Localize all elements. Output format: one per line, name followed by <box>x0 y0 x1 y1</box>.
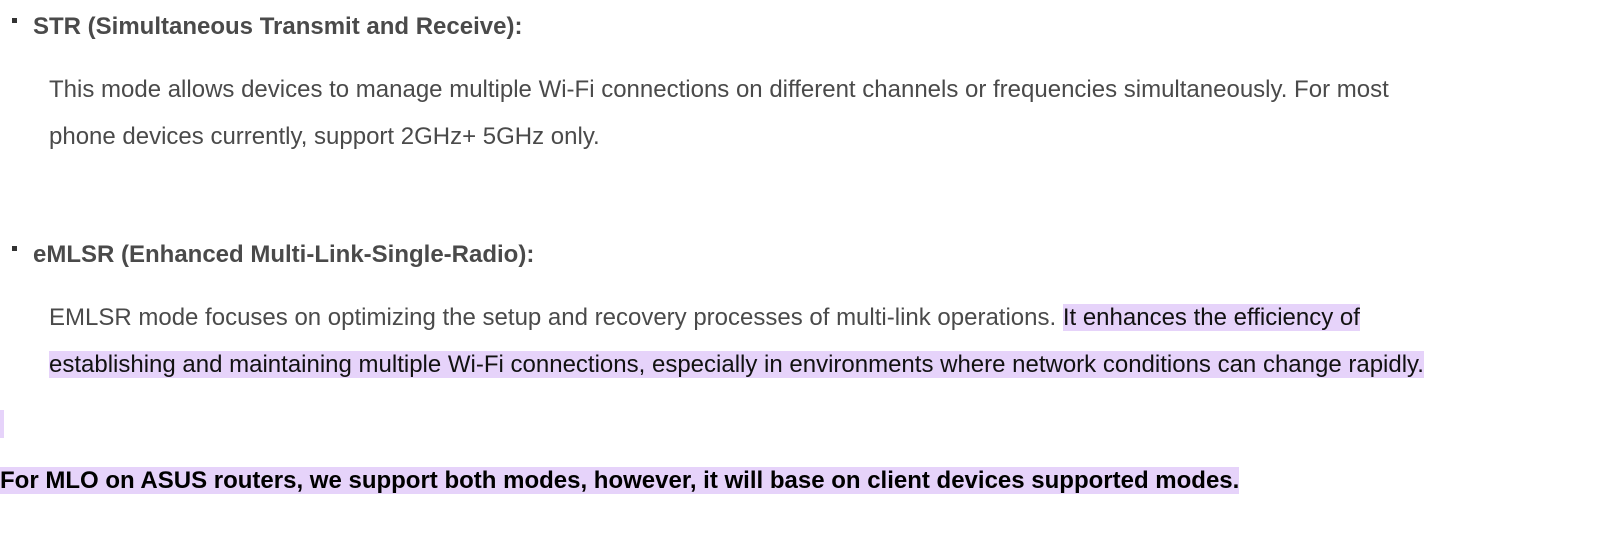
paragraph-text: EMLSR mode focuses on optimizing the set… <box>49 304 1057 331</box>
mlo-support-note: For MLO on ASUS routers, we support both… <box>0 465 1240 497</box>
section-heading-emlsr: eMLSR (Enhanced Multi-Link-Single-Radio)… <box>33 241 535 268</box>
section-paragraph-emlsr-line-1: EMLSR mode focuses on optimizing the set… <box>49 302 1360 334</box>
highlight-marker <box>0 410 4 438</box>
section-paragraph-str-line-1: This mode allows devices to manage multi… <box>49 76 1389 103</box>
section-paragraph-emlsr-line-2: establishing and maintaining multiple Wi… <box>49 349 1424 381</box>
highlighted-note-text: For MLO on ASUS routers, we support both… <box>0 467 1240 494</box>
section-heading-str: STR (Simultaneous Transmit and Receive): <box>33 13 523 40</box>
highlighted-text: It enhances the efficiency of <box>1062 304 1360 331</box>
bullet-marker <box>12 246 17 251</box>
bullet-marker <box>12 18 17 23</box>
highlighted-text: establishing and maintaining multiple Wi… <box>49 351 1424 378</box>
section-paragraph-str-line-2: phone devices currently, support 2GHz+ 5… <box>49 123 600 150</box>
